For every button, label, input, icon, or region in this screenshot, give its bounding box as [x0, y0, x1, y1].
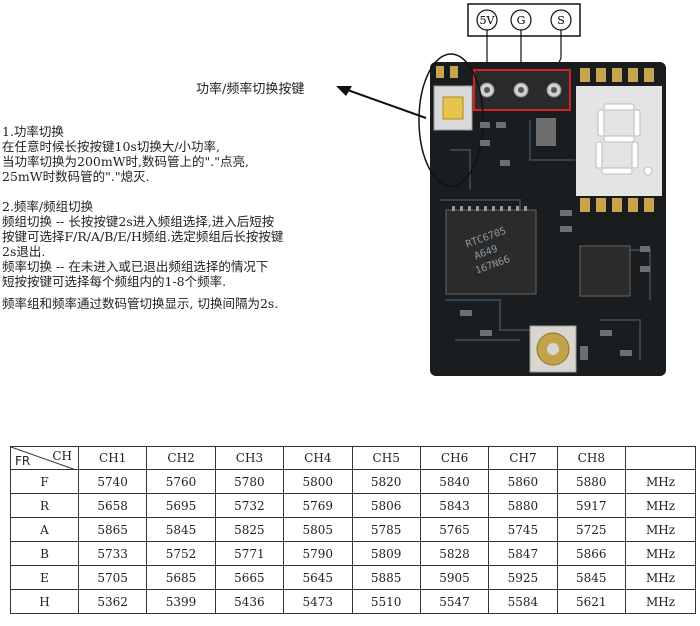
frequency-value-cell: 5760 [146, 469, 216, 494]
rf-chip [445, 209, 537, 295]
button-highlight-ellipse [418, 53, 484, 187]
column-header: CH3 [214, 446, 285, 470]
frequency-value-cell: 5860 [488, 469, 558, 494]
frequency-value-cell: 5695 [146, 493, 216, 518]
frequency-value-cell: 5925 [488, 565, 558, 590]
svg-text:5V: 5V [480, 14, 496, 27]
frequency-value-cell: 5621 [556, 589, 627, 614]
button-label: 功率/频率切换按键 [196, 82, 305, 97]
frequency-value-cell: 5771 [214, 541, 285, 566]
unit-cell: MHz [625, 565, 696, 590]
column-header: CH8 [556, 446, 627, 470]
frequency-value-cell: 5845 [556, 565, 627, 590]
frequency-value-cell: 5658 [77, 493, 148, 518]
frequency-value-cell: 5790 [283, 541, 353, 566]
frequency-value-cell: 5665 [214, 565, 285, 590]
frequency-value-cell: 5510 [351, 589, 421, 614]
frequency-value-cell: 5843 [419, 493, 490, 518]
frequency-value-cell: 5740 [77, 469, 148, 494]
frequency-value-cell: 5584 [488, 589, 558, 614]
frequency-value-cell: 5705 [77, 565, 148, 590]
table-header-row: CH FR CH1 CH2 CH3 CH4 CH5 CH6 CH7 CH8 [10, 446, 696, 470]
column-header: CH5 [351, 446, 421, 470]
frequency-value-cell: 5847 [488, 541, 558, 566]
unit-cell: MHz [625, 493, 696, 518]
unit-cell: MHz [625, 589, 696, 614]
frequency-value-cell: 5752 [146, 541, 216, 566]
column-header-empty [625, 446, 696, 470]
frequency-value-cell: 5806 [351, 493, 421, 518]
frequency-group-cell: H [10, 589, 79, 614]
frequency-value-cell: 5732 [214, 493, 285, 518]
svg-text:S: S [557, 14, 565, 27]
column-header: CH7 [488, 446, 558, 470]
unit-cell: MHz [625, 541, 696, 566]
frequency-value-cell: 5725 [556, 517, 627, 542]
frequency-group-cell: F [10, 469, 79, 494]
instructions-power: 1.功率切换 在任意时候长按按键10s切换大/小功率, 当功率切换为200mW时… [2, 124, 249, 184]
frequency-value-cell: 5820 [351, 469, 421, 494]
frequency-value-cell: 5473 [283, 589, 353, 614]
frequency-value-cell: 5825 [214, 517, 285, 542]
svg-text:G: G [517, 14, 526, 27]
frequency-value-cell: 5885 [351, 565, 421, 590]
unit-cell: MHz [625, 469, 696, 494]
frequency-group-cell: A [10, 517, 79, 542]
frequency-value-cell: 5905 [419, 565, 490, 590]
frequency-value-cell: 5917 [556, 493, 627, 518]
column-header: CH2 [146, 446, 216, 470]
frequency-group-cell: E [10, 565, 79, 590]
column-header: CH1 [77, 446, 148, 470]
mcu-chip [579, 245, 631, 297]
frequency-value-cell: 5733 [77, 541, 148, 566]
frequency-value-cell: 5745 [488, 517, 558, 542]
frequency-value-cell: 5840 [419, 469, 490, 494]
instructions-display: 频率组和频率通过数码管切换显示, 切换间隔为2s. [2, 296, 279, 311]
vtx-board-photo: 5V G S [336, 3, 666, 376]
corner-ch-label: CH [52, 449, 72, 463]
frequency-value-cell: 5436 [214, 589, 285, 614]
instructions-frequency: 2.频率/频组切换 频组切换 -- 长按按键2s进入频组选择,进入后短按 按键可… [2, 199, 284, 289]
frequency-value-cell: 5769 [283, 493, 353, 518]
frequency-value-cell: 5399 [146, 589, 216, 614]
frequency-value-cell: 5828 [419, 541, 490, 566]
frequency-value-cell: 5800 [283, 469, 353, 494]
frequency-group-cell: R [10, 493, 79, 518]
frequency-value-cell: 5866 [556, 541, 627, 566]
frequency-value-cell: 5880 [556, 469, 627, 494]
frequency-group-cell: B [10, 541, 79, 566]
pin-g-label: G [510, 9, 532, 31]
column-header: CH6 [419, 446, 490, 470]
frequency-value-cell: 5780 [214, 469, 285, 494]
column-header: CH4 [283, 446, 353, 470]
frequency-value-cell: 5880 [488, 493, 558, 518]
frequency-value-cell: 5845 [146, 517, 216, 542]
table-corner-cell: CH FR [10, 446, 79, 470]
frequency-value-cell: 5547 [419, 589, 490, 614]
frequency-value-cell: 5645 [283, 565, 353, 590]
pin-s-label: S [550, 9, 572, 31]
frequency-value-cell: 5865 [77, 517, 148, 542]
frequency-value-cell: 5362 [77, 589, 148, 614]
frequency-value-cell: 5685 [146, 565, 216, 590]
corner-fr-label: FR [15, 454, 31, 468]
pointer-arrow [341, 87, 427, 119]
frequency-value-cell: 5805 [283, 517, 353, 542]
frequency-value-cell: 5765 [419, 517, 490, 542]
frequency-value-cell: 5785 [351, 517, 421, 542]
frequency-value-cell: 5809 [351, 541, 421, 566]
pin-5v-label: 5V [476, 9, 498, 31]
unit-cell: MHz [625, 517, 696, 542]
